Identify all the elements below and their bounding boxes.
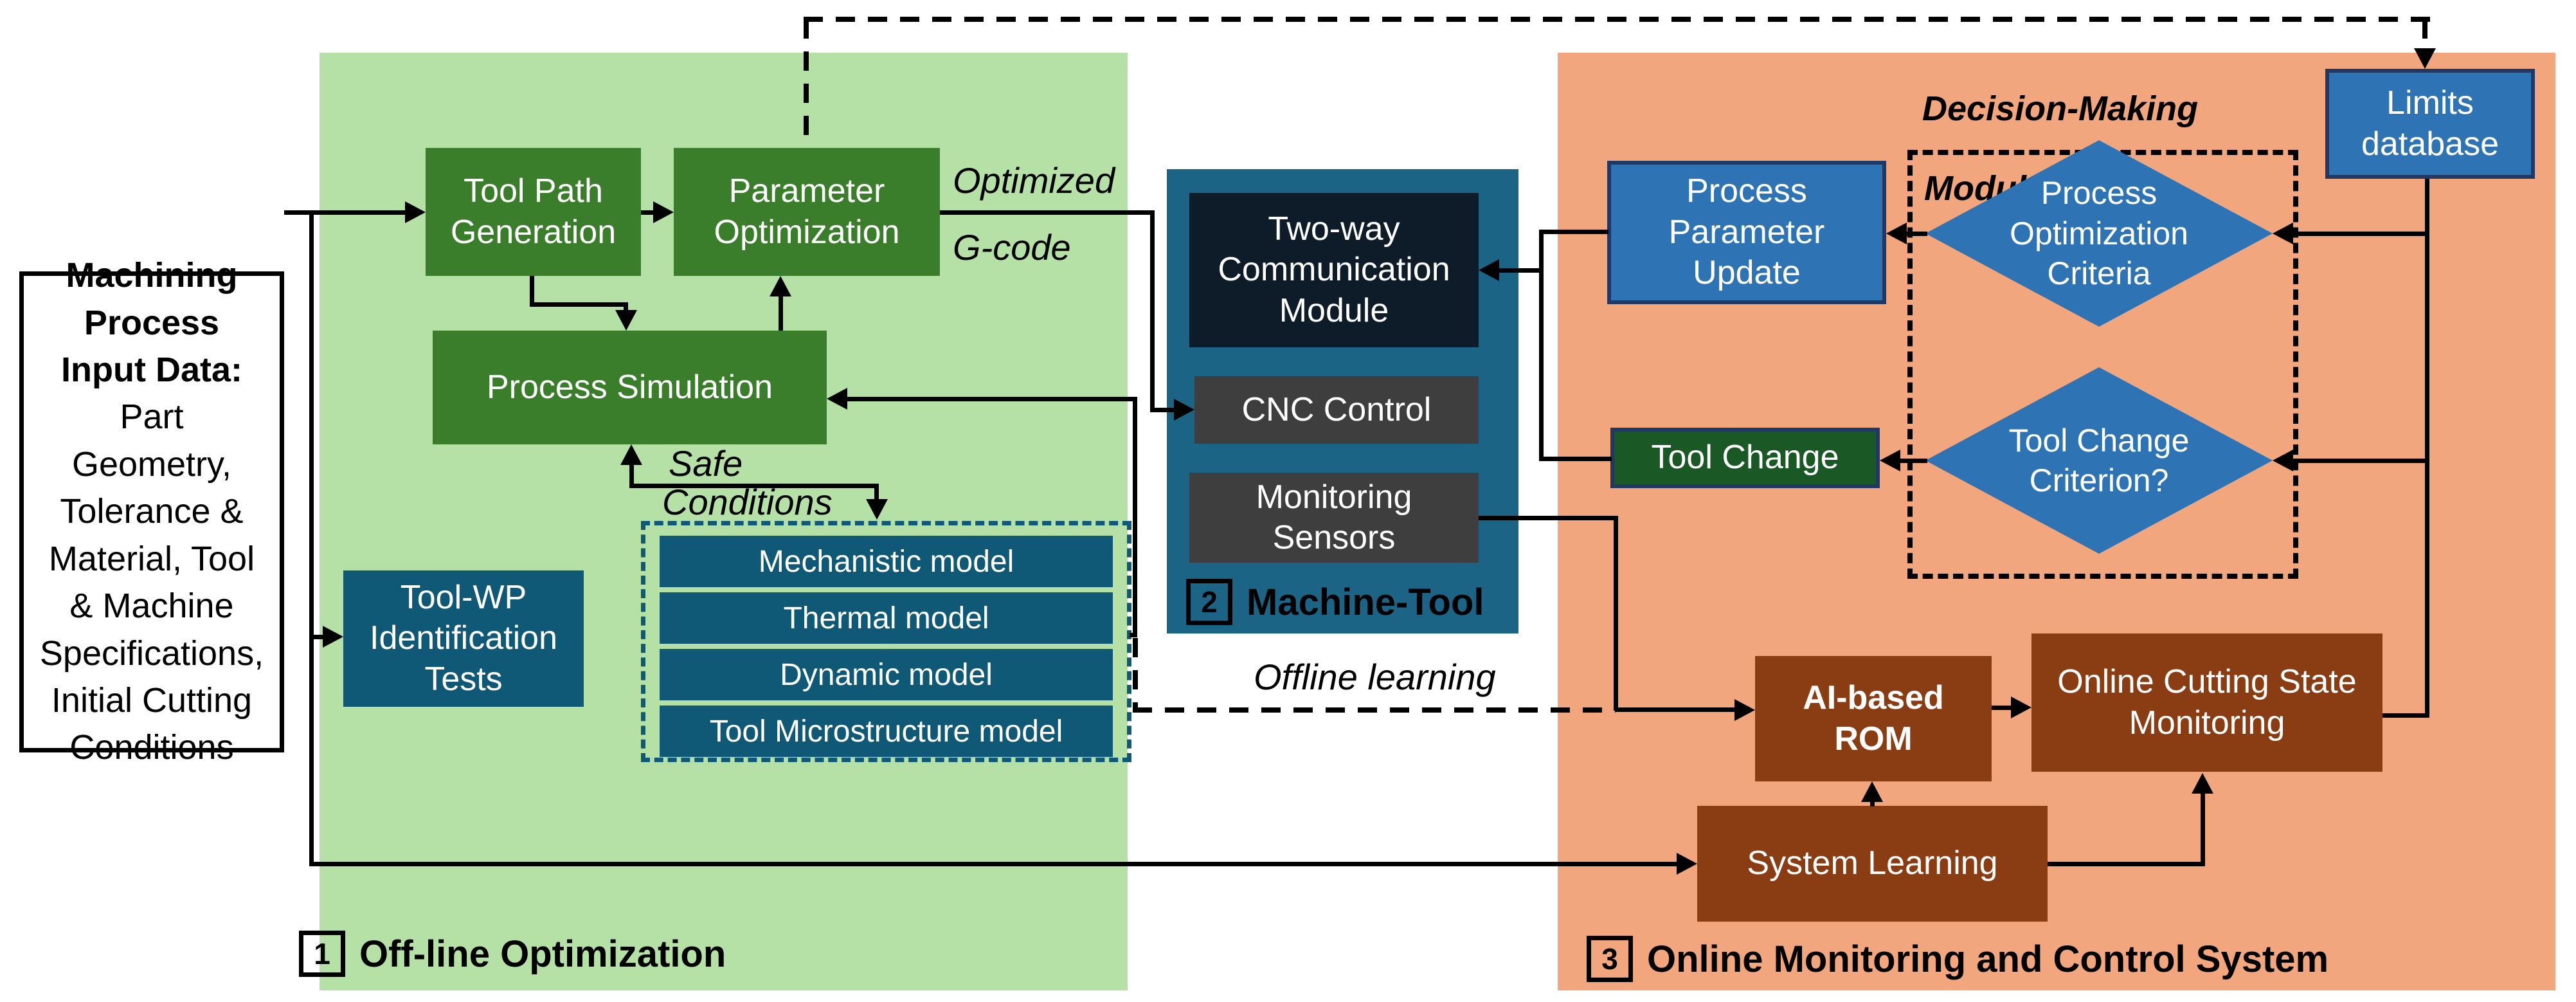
- connector: [1992, 706, 2013, 710]
- section-number-2: 2: [1186, 579, 1232, 625]
- connector: [1614, 516, 1618, 711]
- limits-database-box: Limits database: [2325, 69, 2535, 179]
- arrowhead-models-top: [866, 499, 888, 520]
- connector: [1870, 799, 1875, 806]
- connector: [1904, 232, 1927, 236]
- connector: [1133, 397, 1137, 636]
- section-title-machine-tool: Machine-Tool: [1247, 581, 1484, 623]
- arrowhead-param-opt: [653, 201, 674, 223]
- machining-input-box: Machining Process Input Data: Part Geome…: [19, 256, 284, 767]
- arrowhead-ppu: [1886, 223, 1907, 244]
- arrowhead-cnc: [1174, 399, 1194, 421]
- arrowhead-process-sim-right: [827, 388, 847, 410]
- dashed-connector-limits-down: [2422, 19, 2427, 50]
- connector: [846, 397, 1137, 401]
- arrowhead-tool-wp: [323, 626, 343, 648]
- connector: [874, 484, 879, 502]
- arrowhead-limits-db: [2414, 48, 2436, 69]
- decision-making-label-line1: Decision-Making: [1922, 89, 2199, 128]
- connector: [2382, 713, 2429, 718]
- arrowhead-tool-change: [1880, 450, 1900, 471]
- input-box-title: Machining Process Input Data:: [61, 256, 242, 389]
- ai-based-rom-box: AI-based ROM: [1755, 656, 1992, 781]
- connector: [2048, 862, 2205, 866]
- process-parameter-update-box: Process Parameter Update: [1607, 161, 1886, 304]
- dashed-connector-top: [804, 17, 2431, 22]
- online-cutting-state-monitoring-box: Online Cutting State Monitoring: [2031, 633, 2382, 772]
- connector: [1539, 230, 1608, 234]
- two-way-communication-box: Two-way Communication Module: [1189, 193, 1479, 347]
- connector: [1898, 459, 1927, 463]
- connector: [309, 862, 1677, 866]
- connector: [779, 296, 783, 331]
- section-title-online: Online Monitoring and Control System: [1647, 938, 2329, 980]
- tool-microstructure-model-box: Tool Microstructure model: [660, 706, 1113, 757]
- system-learning-box: System Learning: [1697, 806, 2048, 922]
- tool-change-box: Tool Change: [1610, 428, 1880, 488]
- tool-wp-identification-box: Tool-WP Identification Tests: [343, 570, 584, 707]
- input-box-body: Part Geometry, Tolerance & Material, Too…: [39, 397, 264, 767]
- arrowhead-param-opt-bottom: [770, 276, 791, 296]
- connector: [1539, 230, 1544, 461]
- arrowhead-tool-path: [405, 201, 426, 223]
- connector: [2201, 792, 2205, 864]
- optimized-gcode-label-line2: G-code: [953, 227, 1071, 268]
- dashed-connector-po-up: [804, 19, 809, 148]
- parameter-optimization-box: Parameter Optimization: [674, 148, 940, 276]
- monitoring-sensors-box: Monitoring Sensors: [1189, 473, 1479, 563]
- conditions-label: Conditions: [662, 482, 833, 522]
- connector: [2425, 179, 2429, 718]
- arrowhead-ocsm: [2011, 697, 2031, 718]
- safe-label: Safe: [669, 443, 743, 484]
- thermal-model-box: Thermal model: [660, 592, 1113, 644]
- arrowhead-process-sim-top: [615, 310, 637, 331]
- connector: [1479, 516, 1618, 520]
- section-label-machine-tool: 2 Machine-Tool: [1186, 579, 1484, 625]
- arrowhead-tcc-right: [2273, 450, 2293, 471]
- dashed-offline-learning-v: [1133, 638, 1138, 710]
- connector: [2292, 232, 2428, 236]
- arrowhead-system-learning: [1677, 853, 1697, 875]
- section-number-1: 1: [299, 931, 345, 977]
- arrowhead-ai-rom-bottom: [1861, 781, 1883, 802]
- optimized-gcode-label-line1: Optimized: [953, 160, 1115, 201]
- section-label-online: 3 Online Monitoring and Control System: [1587, 936, 2328, 982]
- arrowhead-poc-right: [2273, 223, 2293, 244]
- connector: [309, 210, 314, 866]
- cnc-control-box: CNC Control: [1194, 376, 1479, 444]
- connector: [1150, 210, 1155, 412]
- arrowhead-ocsm-bottom: [2192, 773, 2213, 794]
- offline-learning-label: Offline learning: [1254, 657, 1496, 697]
- connector: [1616, 707, 1736, 712]
- arrowhead-ai-rom: [1734, 699, 1755, 721]
- connector: [2292, 459, 2428, 463]
- connector: [1498, 268, 1542, 273]
- mechanistic-model-box: Mechanistic model: [660, 536, 1113, 587]
- section-number-3: 3: [1587, 936, 1633, 982]
- arrowhead-safe-up: [620, 444, 642, 465]
- connector: [1150, 408, 1176, 412]
- connector: [940, 210, 1155, 215]
- connector: [629, 462, 634, 488]
- connector: [309, 635, 323, 639]
- section-title-offline: Off-line Optimization: [359, 933, 726, 975]
- connector: [1539, 457, 1612, 461]
- arrowhead-two-way-comm: [1479, 259, 1499, 281]
- section-label-offline: 1 Off-line Optimization: [299, 931, 726, 977]
- connector: [624, 302, 628, 313]
- dashed-offline-learning-h: [1133, 707, 1616, 713]
- connector: [284, 210, 406, 215]
- connector: [629, 484, 879, 488]
- process-simulation-box: Process Simulation: [433, 331, 827, 444]
- connector: [641, 210, 655, 215]
- tool-path-generation-box: Tool Path Generation: [426, 148, 641, 276]
- dynamic-model-box: Dynamic model: [660, 649, 1113, 700]
- models-container: Mechanistic model Thermal model Dynamic …: [641, 521, 1131, 762]
- connector: [530, 302, 628, 307]
- connector: [530, 276, 534, 307]
